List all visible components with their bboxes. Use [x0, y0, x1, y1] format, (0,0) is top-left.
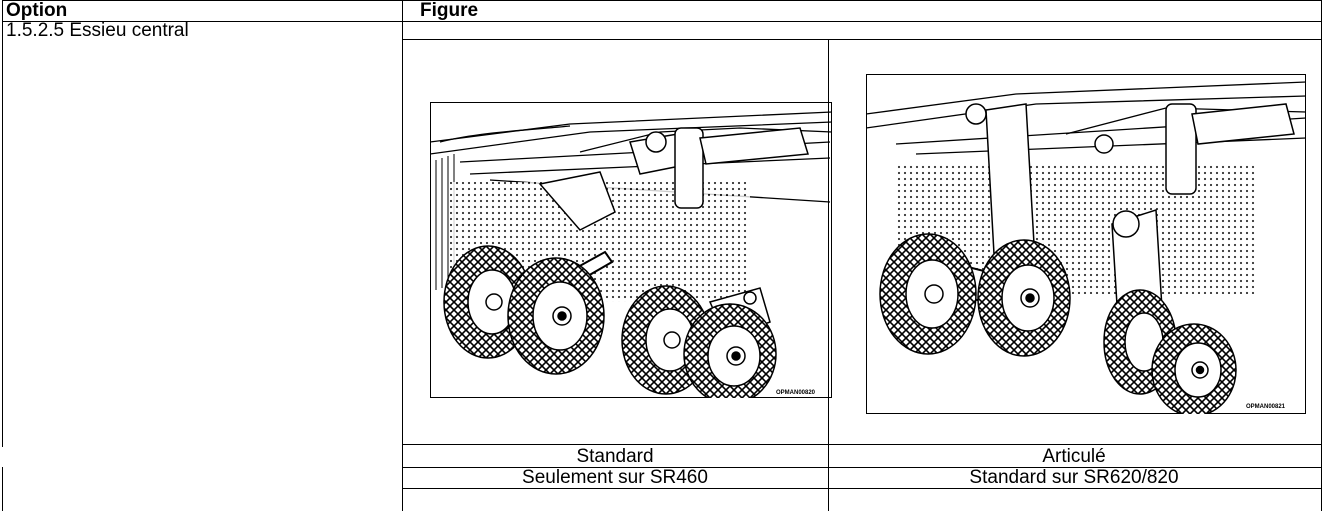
articulated-image-code: OPMAN00821 — [1246, 404, 1286, 410]
figure-standard-axle: OPMAN00820 — [430, 102, 832, 398]
header-figure: Figure — [420, 0, 479, 21]
grid-line — [2, 21, 1322, 22]
standard-image-code: OPMAN00820 — [776, 390, 816, 396]
grid-line — [2, 467, 3, 511]
grid-line — [828, 39, 829, 511]
grid-line — [402, 39, 1322, 40]
availability-standard: Seulement sur SR460 — [522, 467, 708, 488]
grid-line — [402, 488, 1322, 489]
grid-line — [402, 0, 403, 511]
grid-line — [2, 0, 1322, 1]
articulated-axle-drawing: OPMAN00821 — [866, 74, 1306, 414]
option-label: 1.5.2.5 Essieu central — [6, 20, 189, 41]
grid-line — [1321, 0, 1322, 511]
grid-line — [2, 0, 3, 447]
standard-axle-drawing: OPMAN00820 — [430, 102, 832, 398]
caption-articulated: Articulé — [1042, 446, 1106, 467]
grid-line — [402, 444, 1322, 445]
figure-articulated-axle: OPMAN00821 — [866, 74, 1306, 414]
grid-line — [402, 467, 1322, 468]
header-option: Option — [6, 0, 68, 21]
caption-standard: Standard — [576, 446, 654, 467]
availability-articulated: Standard sur SR620/820 — [969, 467, 1179, 488]
